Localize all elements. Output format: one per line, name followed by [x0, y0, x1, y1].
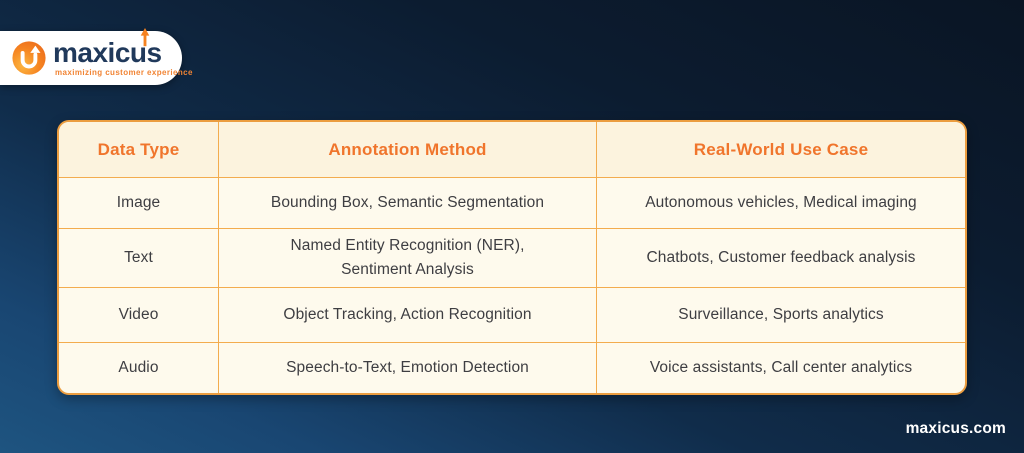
- wordmark-u-with-arrow: u: [129, 28, 149, 68]
- annotation-table: Data Type Annotation Method Real-World U…: [57, 120, 967, 395]
- tagline: maximizing customer experience: [55, 68, 193, 77]
- column-header-use-case: Real-World Use Case: [596, 122, 965, 177]
- table-row-video: Video Object Tracking, Action Recognitio…: [59, 287, 965, 342]
- column-header-annotation-method: Annotation Method: [218, 122, 596, 177]
- wordmark-part-post: s: [146, 37, 163, 68]
- wordmark-u: u: [129, 37, 147, 68]
- cell-data-type: Image: [116, 193, 161, 211]
- wordmark-part-pre: maxic: [53, 37, 130, 68]
- cell-annotation-method: Object Tracking, Action Recognition: [218, 288, 596, 342]
- cell-annotation-method: Speech-to-Text, Emotion Detection: [218, 343, 596, 393]
- cell-use-case: Voice assistants, Call center analytics: [596, 343, 965, 393]
- table-header-row: Data Type Annotation Method Real-World U…: [59, 122, 965, 177]
- cell-data-type: Video: [118, 305, 159, 323]
- website-text: maxicus.com: [905, 420, 1006, 437]
- cell-use-case: Autonomous vehicles, Medical imaging: [596, 178, 965, 228]
- column-header-data-type: Data Type: [97, 139, 180, 159]
- table-row-text: Text Named Entity Recognition (NER), Sen…: [59, 228, 965, 287]
- cell-data-type: Audio: [118, 358, 159, 376]
- up-arrow-icon: [140, 28, 149, 47]
- cell-use-case: Surveillance, Sports analytics: [596, 288, 965, 342]
- cell-annotation-method: Named Entity Recognition (NER), Sentimen…: [218, 229, 596, 287]
- table-row-image: Image Bounding Box, Semantic Segmentatio…: [59, 177, 965, 228]
- cell-data-type: Text: [124, 248, 153, 266]
- table-row-audio: Audio Speech-to-Text, Emotion Detection …: [59, 342, 965, 393]
- cell-annotation-method: Bounding Box, Semantic Segmentation: [218, 178, 596, 228]
- maxicus-u-arrow-icon: [12, 41, 46, 75]
- cell-use-case: Chatbots, Customer feedback analysis: [596, 229, 965, 287]
